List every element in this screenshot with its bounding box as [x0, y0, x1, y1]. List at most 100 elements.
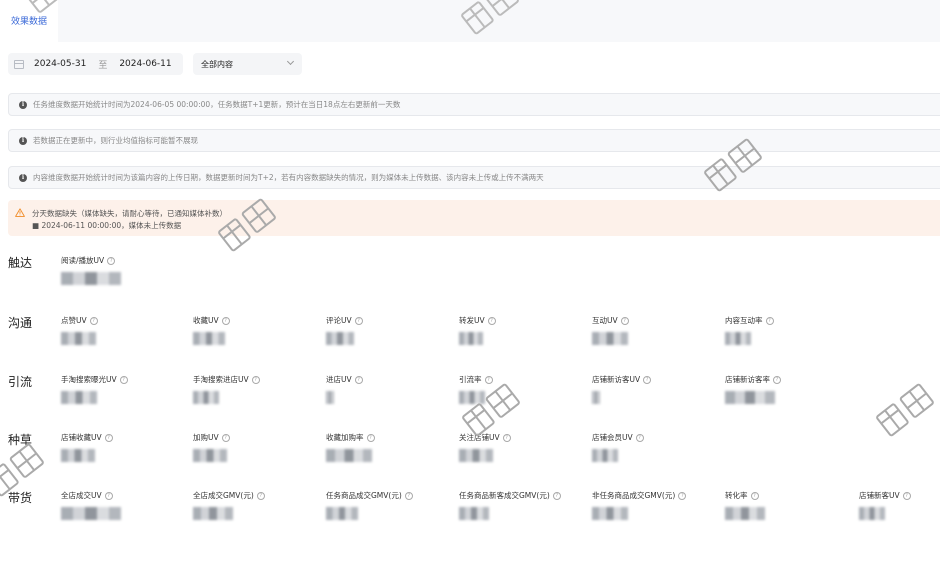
metric-label: 店铺新客UV? — [859, 490, 940, 501]
metric-label: 手淘搜索曝光UV? — [61, 374, 191, 385]
help-icon[interactable]: ? — [552, 491, 561, 500]
metric-value-redacted — [193, 332, 225, 345]
metric-name: 转化率 — [725, 491, 748, 500]
warning-text-line2: ■ 2024-06-11 00:00:00，媒体未上传数据 — [32, 221, 182, 230]
metric-value-redacted — [725, 507, 765, 520]
calendar-icon — [14, 59, 24, 69]
help-icon[interactable]: ? — [256, 491, 265, 500]
metric-name: 互动UV — [592, 316, 618, 325]
content-select-value: 全部内容 — [201, 59, 233, 69]
section-label: 触达 — [8, 256, 33, 270]
metric-value-redacted — [61, 391, 97, 404]
help-icon[interactable]: ? — [620, 316, 629, 325]
help-icon[interactable]: ? — [89, 316, 98, 325]
help-icon[interactable]: ? — [107, 256, 116, 265]
metric-value-redacted — [326, 332, 354, 345]
metric-name: 店铺会员UV — [592, 433, 633, 442]
help-icon[interactable]: ? — [750, 491, 759, 500]
metric-label: 进店UV? — [326, 374, 456, 385]
metric-value-redacted — [61, 332, 96, 345]
metric-label: 店铺会员UV? — [592, 432, 722, 443]
help-icon[interactable]: ? — [366, 433, 375, 442]
section-label: 引流 — [8, 375, 33, 389]
metric-label: 非任务商品成交GMV(元)? — [592, 490, 722, 501]
metric-card: 内容互动率? — [725, 315, 855, 345]
help-icon[interactable]: ? — [354, 375, 363, 384]
content-select[interactable]: 全部内容 — [193, 53, 302, 75]
help-icon[interactable]: ? — [251, 375, 260, 384]
metric-value-redacted — [592, 332, 628, 345]
metric-label: 任务商品成交GMV(元)? — [326, 490, 456, 501]
help-icon[interactable]: ? — [484, 375, 493, 384]
watermark-logo — [876, 383, 934, 437]
help-icon[interactable]: ? — [487, 316, 496, 325]
help-icon[interactable]: ? — [678, 491, 687, 500]
section-label: 带货 — [8, 491, 33, 505]
metric-value-redacted — [61, 449, 95, 462]
help-icon[interactable]: ? — [104, 491, 113, 500]
metric-card: 点赞UV? — [61, 315, 191, 345]
notice-task-stats: i 任务维度数据开始统计时间为2024-06-05 00:00:00，任务数据T… — [8, 93, 940, 116]
info-icon: i — [19, 136, 27, 145]
metric-name: 关注店铺UV — [459, 433, 500, 442]
help-icon[interactable]: ? — [119, 375, 128, 384]
notice-text: 若数据正在更新中，则行业均值指标可能暂不展现 — [33, 136, 198, 145]
metric-card: 任务商品成交GMV(元)? — [326, 490, 456, 520]
metric-value-redacted — [193, 449, 227, 462]
date-end[interactable]: 2024-06-11 — [119, 59, 172, 69]
metric-card: 互动UV? — [592, 315, 722, 345]
help-icon[interactable]: ? — [765, 316, 774, 325]
info-icon: i — [19, 173, 27, 182]
metric-name: 加购UV — [193, 433, 219, 442]
metric-card: 非任务商品成交GMV(元)? — [592, 490, 722, 520]
metric-label: 阅读/播放UV? — [61, 255, 191, 266]
metric-value-redacted — [592, 391, 600, 404]
help-icon[interactable]: ? — [902, 491, 911, 500]
info-icon: i — [19, 100, 27, 109]
metric-value-redacted — [725, 391, 775, 404]
section-label: 沟通 — [8, 316, 33, 330]
warning-banner: 分天数据缺失（媒体缺失，请耐心等待，已通知媒体补数） ■ 2024-06-11 … — [8, 200, 940, 236]
help-icon[interactable]: ? — [354, 316, 363, 325]
metric-label: 转发UV? — [459, 315, 589, 326]
metric-value-redacted — [326, 449, 372, 462]
help-icon[interactable]: ? — [221, 316, 230, 325]
metric-value-redacted — [592, 507, 628, 520]
notice-content-stats: i 内容维度数据开始统计时间为该篇内容的上传日期，数据更新时间为T+2，若有内容… — [8, 166, 940, 189]
metric-label: 收藏UV? — [193, 315, 323, 326]
date-start[interactable]: 2024-05-31 — [34, 59, 87, 69]
help-icon[interactable]: ? — [773, 375, 781, 384]
help-icon[interactable]: ? — [502, 433, 511, 442]
chevron-down-icon — [286, 57, 295, 66]
warning-icon — [15, 208, 25, 217]
help-icon[interactable]: ? — [404, 491, 413, 500]
metric-value-redacted — [859, 507, 885, 520]
metric-label: 转化率? — [725, 490, 855, 501]
date-separator: 至 — [98, 60, 108, 71]
metric-label: 内容互动率? — [725, 315, 855, 326]
metric-name: 店铺新访客率 — [725, 375, 770, 384]
metric-label: 店铺新访客率? — [725, 374, 855, 385]
metric-value-redacted — [193, 507, 233, 520]
help-icon[interactable]: ? — [643, 375, 652, 384]
date-range-picker[interactable]: 2024-05-31 至 2024-06-11 — [8, 53, 183, 75]
warning-text-line1: 分天数据缺失（媒体缺失，请耐心等待，已通知媒体补数） — [32, 209, 227, 218]
help-icon[interactable]: ? — [635, 433, 644, 442]
metric-card: 店铺新访客率? — [725, 374, 855, 404]
metric-value-redacted — [61, 272, 121, 285]
help-icon[interactable]: ? — [104, 433, 113, 442]
section-label: 种草 — [8, 433, 33, 447]
metric-value-redacted — [459, 507, 489, 520]
metric-name: 手淘搜索进店UV — [193, 375, 249, 384]
metric-name: 全店成交UV — [61, 491, 102, 500]
metric-card: 关注店铺UV? — [459, 432, 589, 462]
metric-label: 互动UV? — [592, 315, 722, 326]
metric-name: 全店成交GMV(元) — [193, 491, 254, 500]
metric-name: 评论UV — [326, 316, 352, 325]
metric-name: 店铺新客UV — [859, 491, 900, 500]
metric-value-redacted — [326, 507, 358, 520]
help-icon[interactable]: ? — [221, 433, 230, 442]
metric-label: 加购UV? — [193, 432, 323, 443]
metric-label: 点赞UV? — [61, 315, 191, 326]
metric-value-redacted — [193, 391, 219, 404]
